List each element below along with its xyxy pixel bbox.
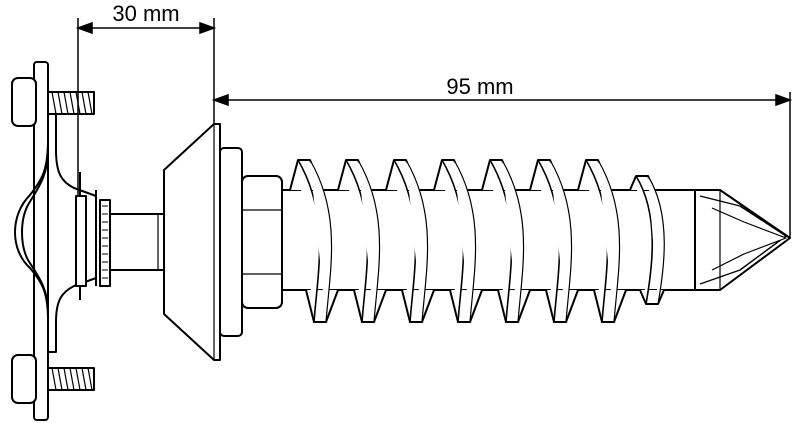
bracket-pad-top: [11, 77, 37, 127]
dimension-label-95: 95 mm: [446, 74, 513, 99]
mounting-bracket: [11, 61, 111, 421]
conical-washer: [163, 123, 221, 361]
bracket-plate: [33, 61, 49, 421]
arrowhead-left-95: [211, 93, 229, 107]
arrowhead-right-95: [775, 93, 793, 107]
arrowhead-right-30: [199, 21, 217, 35]
dimension-label-30: 30 mm: [112, 1, 179, 26]
hex-collar: [219, 147, 283, 337]
lock-washer: [99, 199, 111, 287]
dimension-95mm: [211, 92, 793, 238]
arrowhead-left-30: [75, 21, 93, 35]
shaft: [109, 213, 165, 271]
stud-top: [47, 91, 95, 115]
lock-plate: [75, 195, 87, 287]
drill-tip: [694, 189, 791, 291]
threaded-body: [281, 159, 696, 323]
bracket-strap-inner: [21, 149, 49, 313]
stud-bottom: [47, 367, 95, 391]
bracket-pad-bottom: [11, 354, 37, 404]
dimension-30mm: [75, 18, 217, 195]
